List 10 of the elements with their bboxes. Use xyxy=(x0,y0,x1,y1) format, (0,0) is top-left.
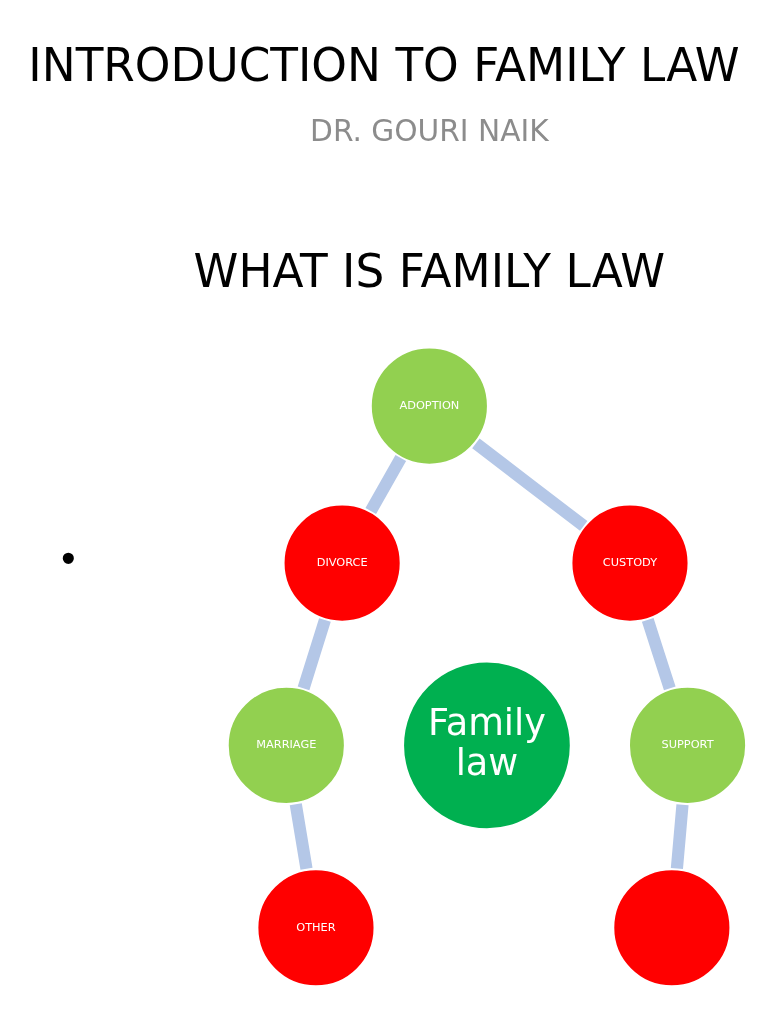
connector xyxy=(297,617,331,690)
label: • xyxy=(56,536,80,582)
label: DR. GOURI NAIK xyxy=(310,112,549,148)
connector xyxy=(670,803,689,869)
diagram-title: INTRODUCTION TO FAMILY LAW xyxy=(28,38,740,92)
connector xyxy=(289,802,313,870)
label: WHAT IS FAMILY LAW xyxy=(193,244,666,298)
connector xyxy=(641,617,676,690)
connector xyxy=(365,454,407,514)
connector xyxy=(472,438,588,531)
